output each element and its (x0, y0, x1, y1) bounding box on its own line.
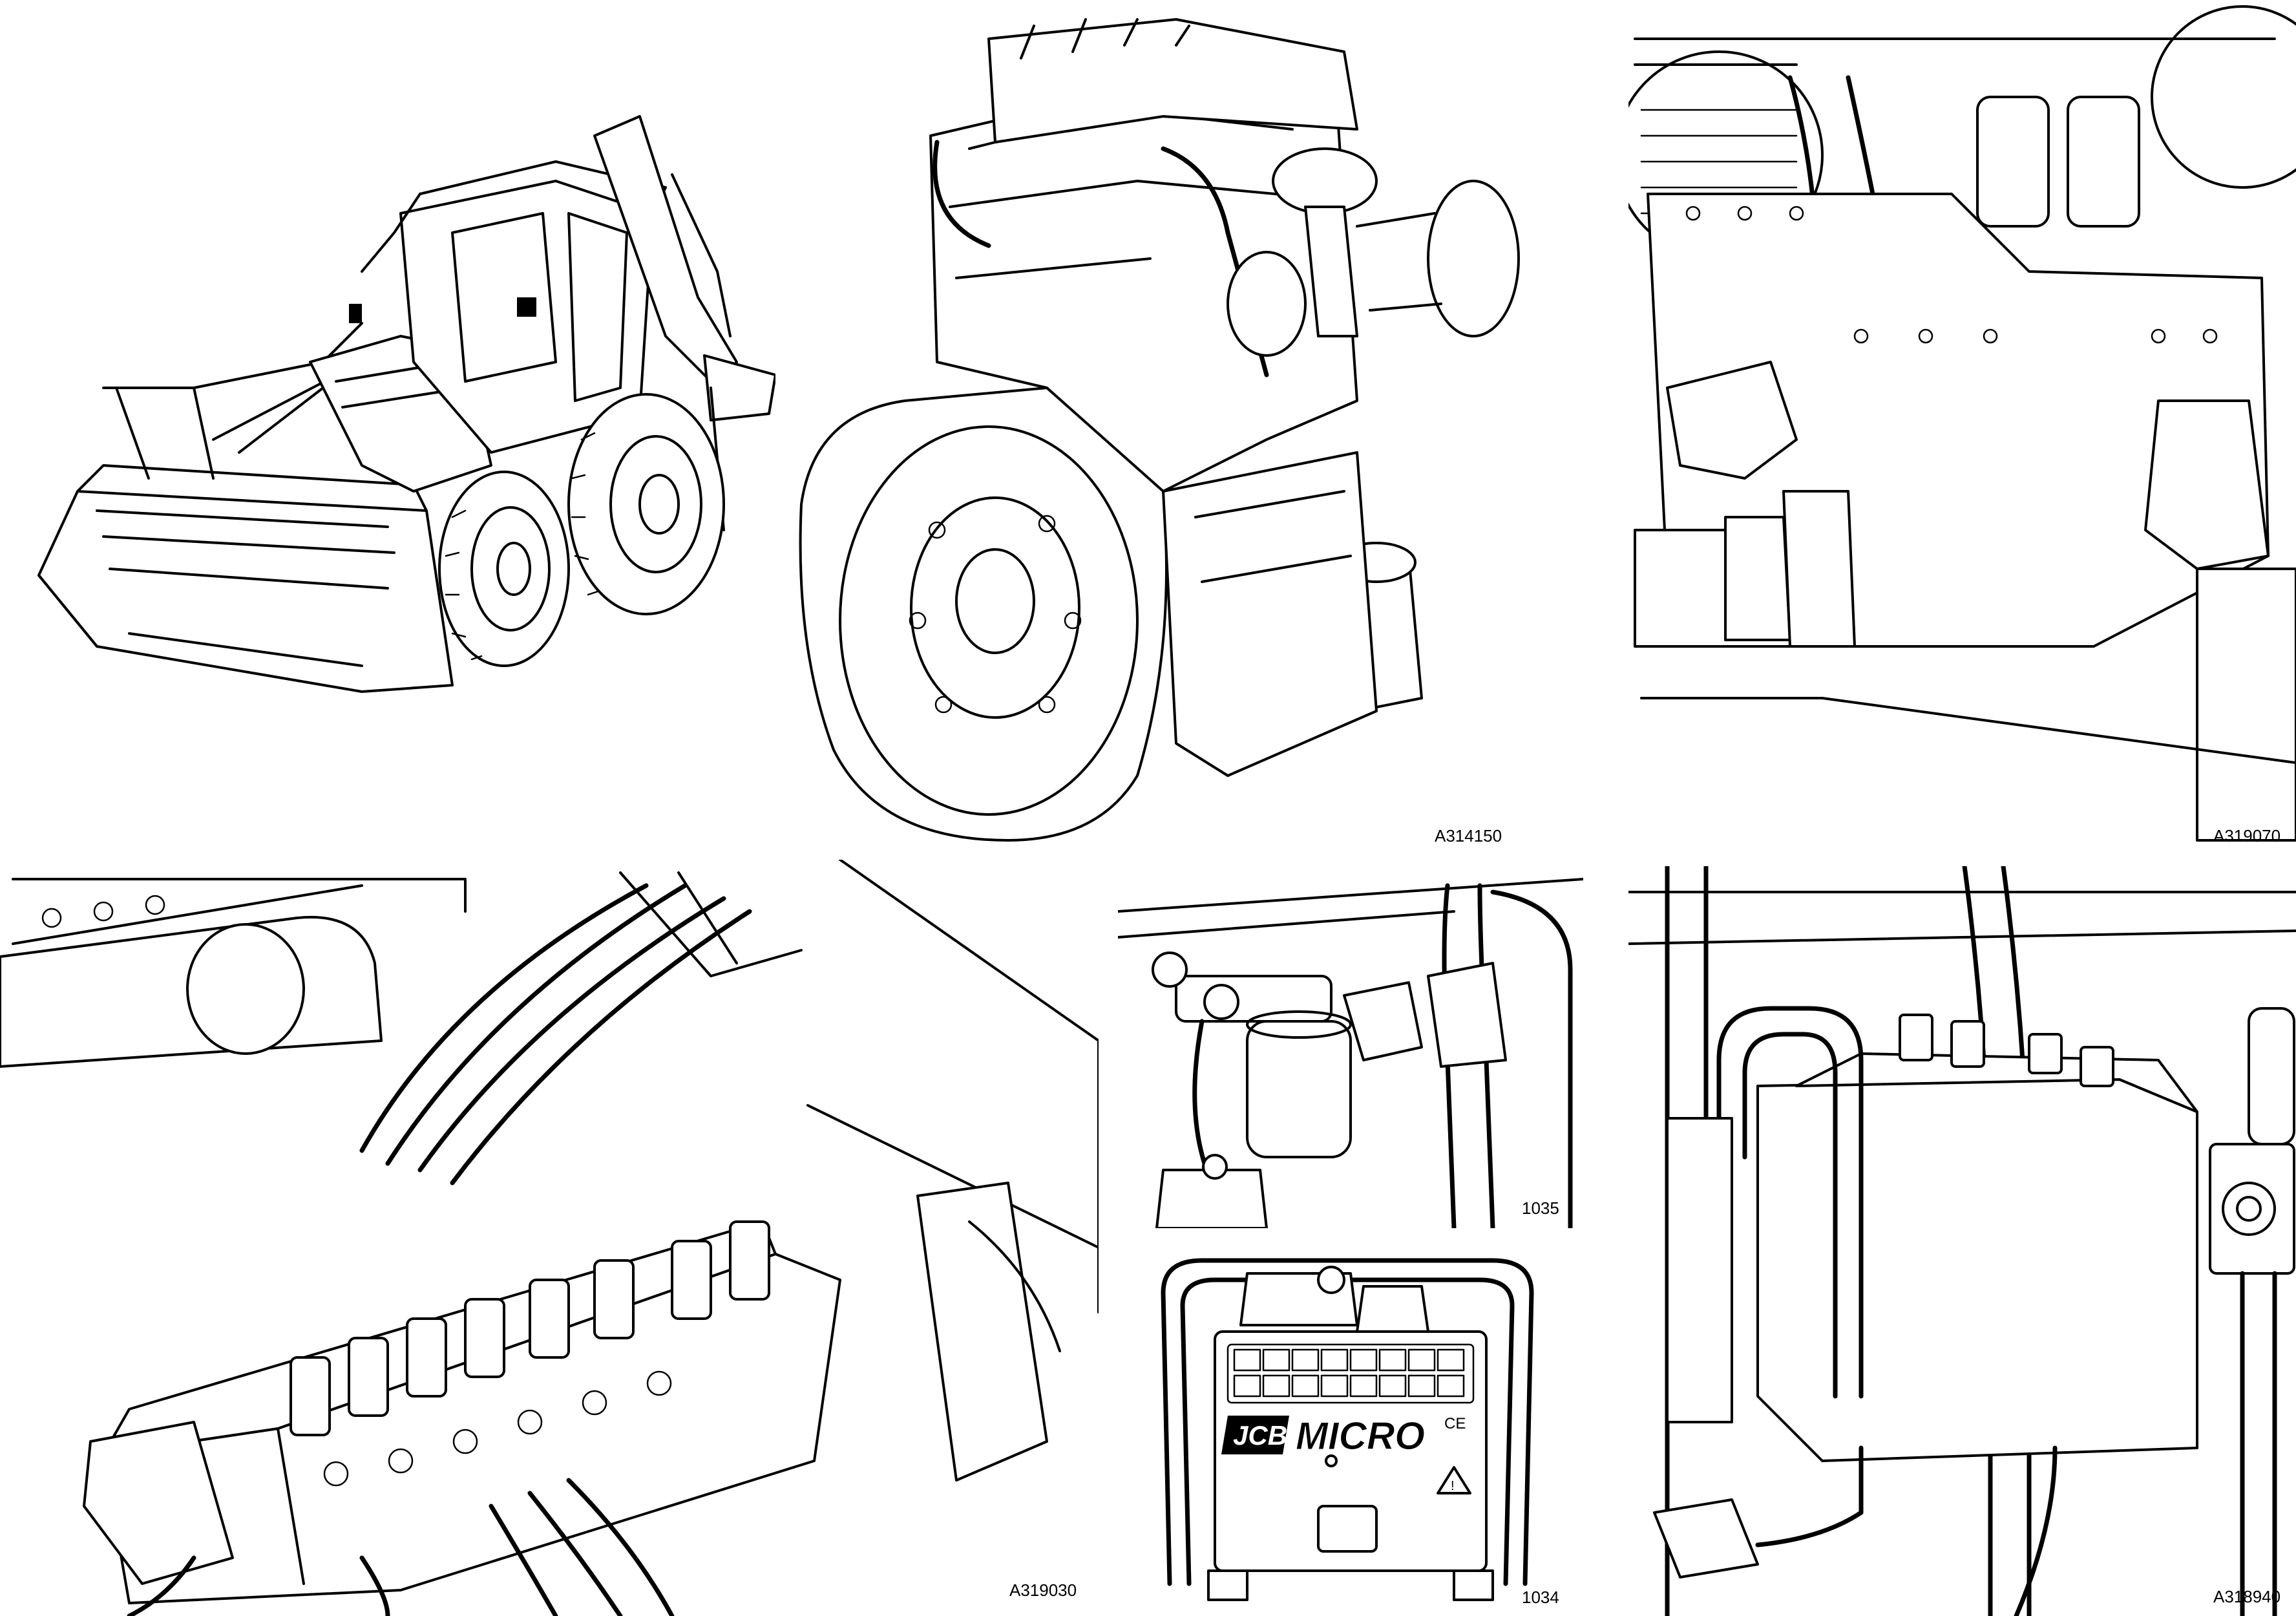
warning-triangle-icon (1437, 1466, 1471, 1494)
figure-backhoe-loader (0, 0, 801, 834)
figure-engine: A314150 (775, 0, 1532, 853)
engine-illustration (799, 18, 1520, 842)
figure-hydraulic-valve-block: A319030 (0, 860, 1099, 1616)
figure-ref-engine-bay: A319070 (2213, 826, 2281, 845)
figure-ref-valve-block: A319030 (1009, 1580, 1077, 1600)
micro-brand-logo: JCB (1233, 1420, 1287, 1451)
micro-unit-illustration: JCB MICRO CE ! (1161, 1258, 1534, 1601)
svg-text:!: ! (1451, 1479, 1455, 1493)
engine-bay-illustration (1628, 5, 2296, 842)
backhoe-loader-illustration (37, 115, 777, 693)
micro-filter-illustration (1118, 878, 1583, 1228)
figure-engine-bay: A319070 (1628, 0, 2296, 853)
figure-micro-unit: JCB MICRO CE ! 1034 (1118, 1248, 1583, 1616)
figure-ref-engine: A314150 (1435, 826, 1502, 845)
micro-model-wordmark: MICRO (1296, 1414, 1425, 1458)
ce-mark: CE (1444, 1415, 1466, 1432)
pump-valve-illustration (1628, 866, 2296, 1616)
figure-ref-pump-valve: A318940 (2213, 1587, 2281, 1606)
hydraulic-valve-block-illustration (0, 860, 1099, 1616)
figure-ref-micro-filter: 1035 (1522, 1198, 1559, 1218)
figure-pump-valve: A318940 (1628, 866, 2296, 1616)
figure-ref-micro-unit: 1034 (1522, 1588, 1559, 1607)
figure-micro-filter: 1035 (1118, 866, 1583, 1228)
